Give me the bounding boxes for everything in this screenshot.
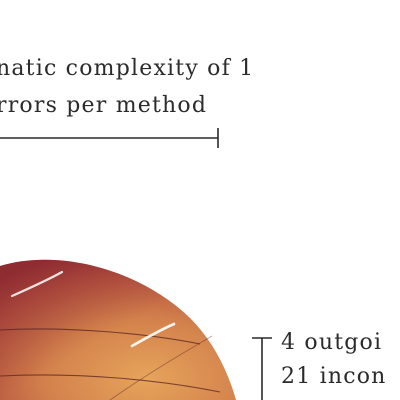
edge-count-bracket xyxy=(252,337,272,400)
highlight-streak xyxy=(130,322,176,348)
caption-errors: rrors per method xyxy=(0,93,208,118)
label-outgoing: 4 outgoi xyxy=(281,330,383,355)
caption-complexity: natic complexity of 1 xyxy=(0,56,255,81)
highlight-streak xyxy=(10,270,64,298)
contour-line xyxy=(0,328,201,345)
complexity-blob xyxy=(0,259,236,400)
label-incoming: 21 incon xyxy=(281,364,387,389)
contour-line xyxy=(109,335,213,400)
contour-line xyxy=(0,374,221,393)
method-scale-bar xyxy=(0,128,219,148)
